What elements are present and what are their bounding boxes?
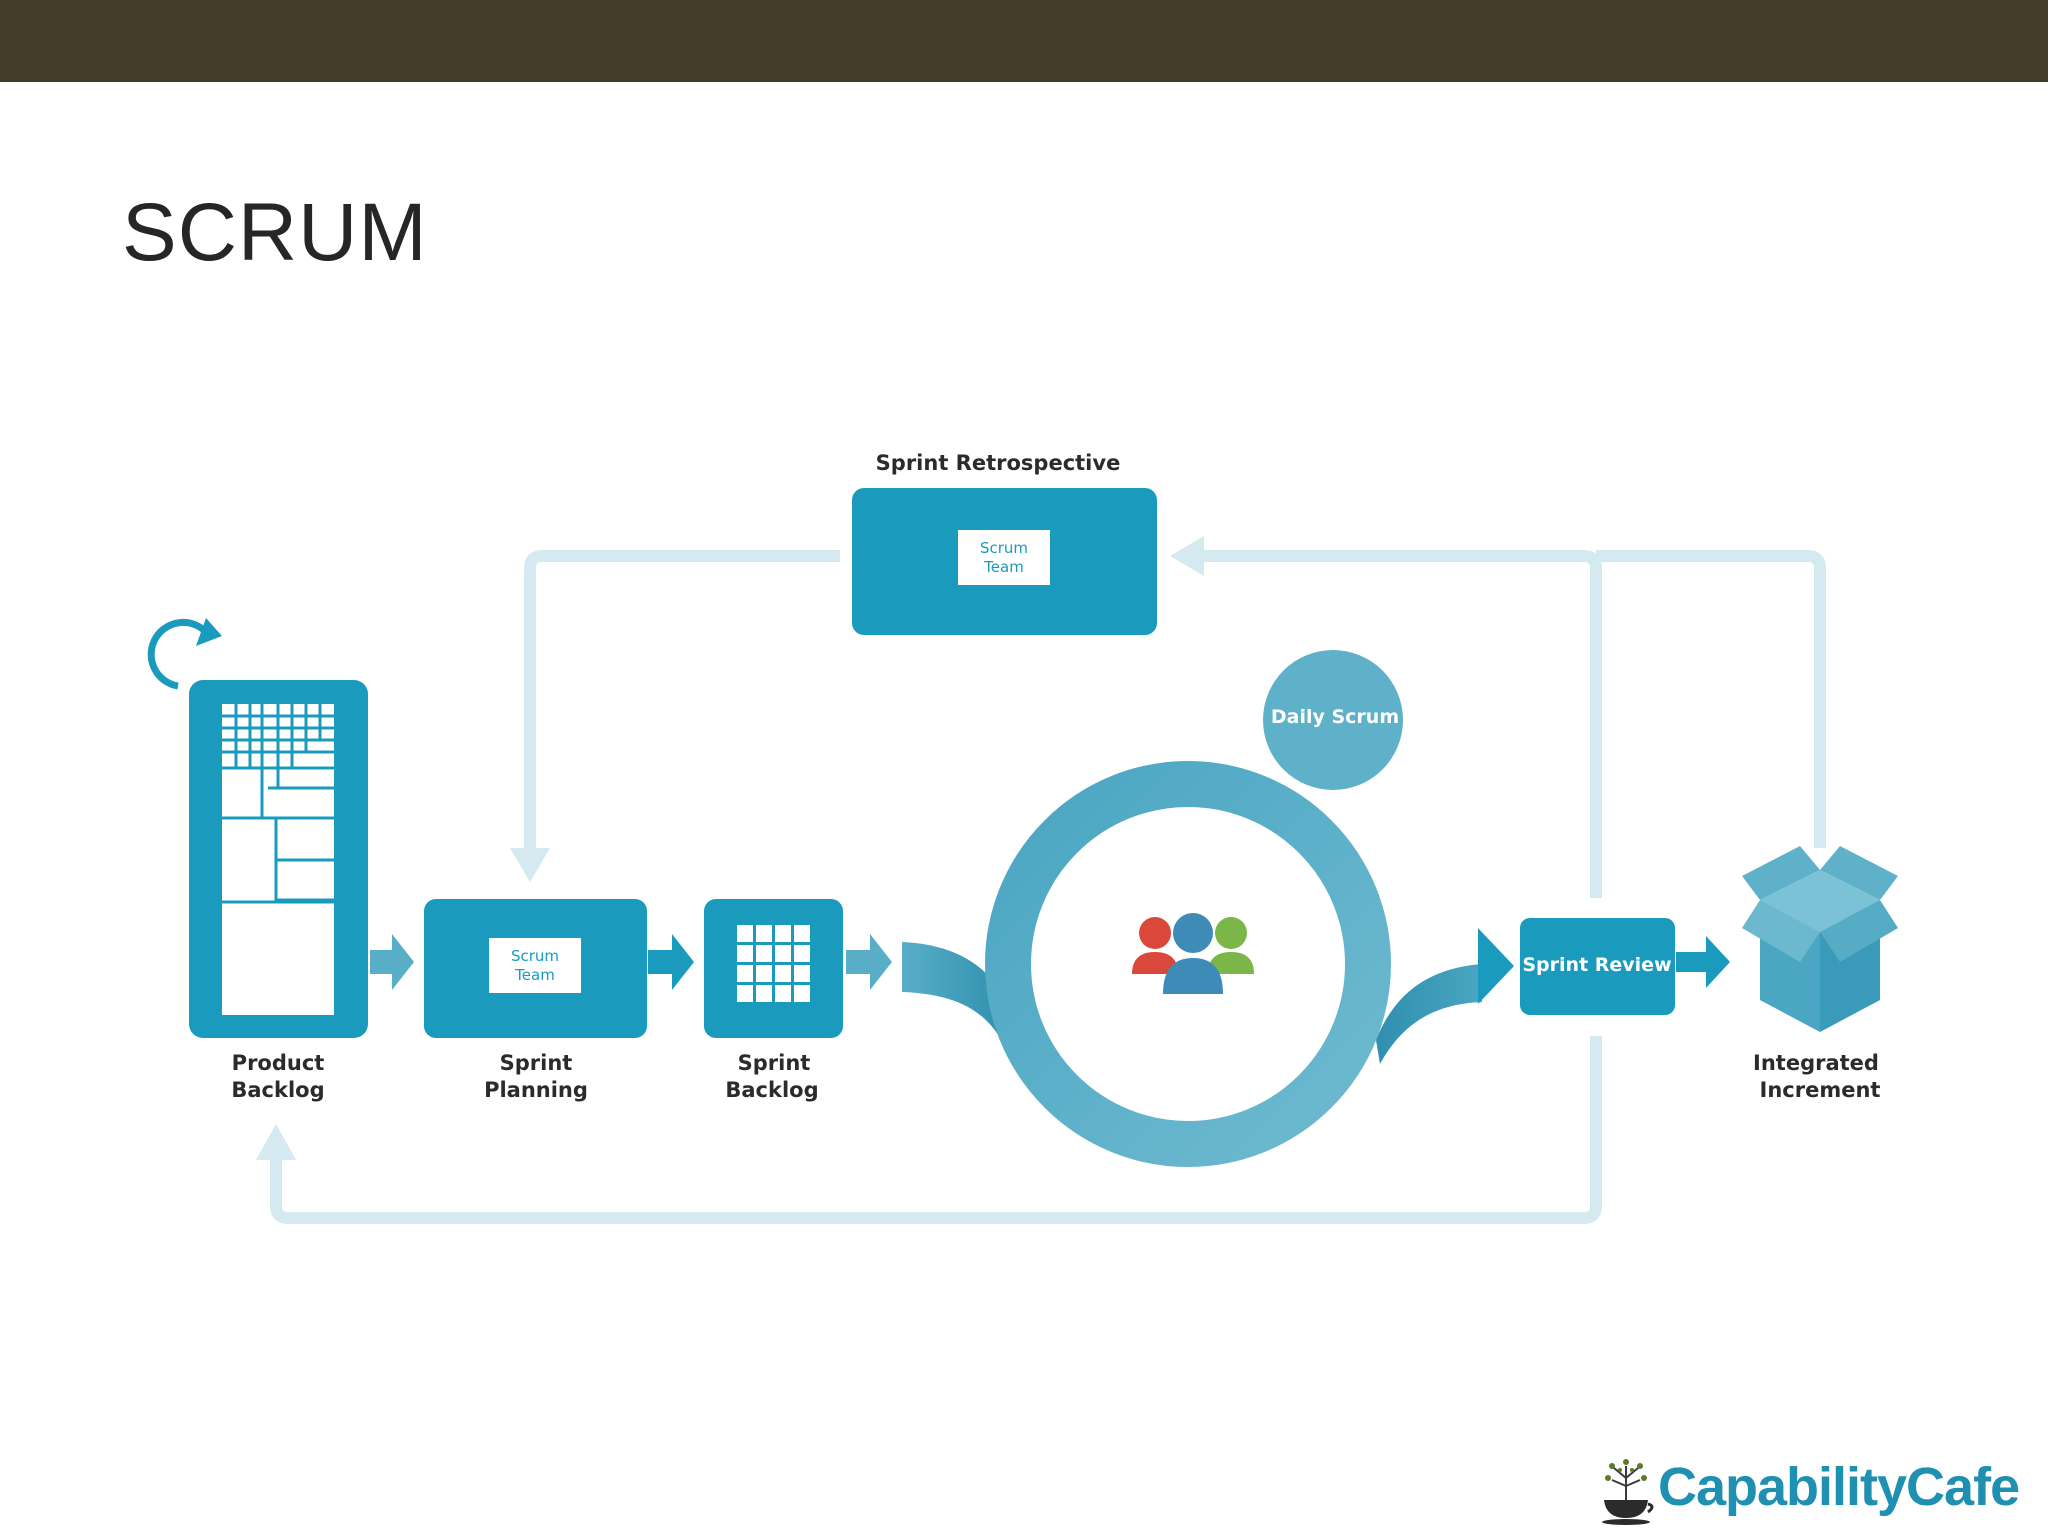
retro-scrum-team-2: Team [983, 558, 1024, 576]
retro-to-planning-arrow [524, 550, 840, 852]
product-backlog-label-1: Product [232, 1051, 325, 1075]
daily-scrum-circle [1263, 650, 1403, 790]
integrated-increment-node: Integrated Increment [1742, 846, 1898, 1102]
product-backlog-node: Product Backlog [147, 618, 368, 1102]
logo-text: CapabilityCafe [1658, 1457, 2020, 1517]
sprint-backlog-node: Sprint Backlog [704, 899, 843, 1102]
sprint-backlog-label-2: Backlog [725, 1078, 818, 1102]
refresh-arrowhead [196, 618, 222, 646]
review-to-retro-arrow [1198, 550, 1602, 898]
arrow-sprint-to-review [1478, 928, 1514, 1004]
sprint-planning-label-2: Planning [484, 1078, 588, 1102]
sprint-planning-node: Scrum Team Sprint Planning [424, 899, 647, 1102]
feedback-loops [270, 550, 1826, 1224]
sprint-cycle [985, 761, 1391, 1167]
arrow-backlog-to-planning [370, 934, 414, 990]
swoosh-in [902, 942, 1010, 1060]
review-to-backlog-arrow [270, 1036, 1602, 1224]
product-backlog-label-2: Backlog [231, 1078, 324, 1102]
increment-to-top-arrow [1596, 550, 1826, 848]
sprint-review-node: Sprint Review [1520, 918, 1675, 1015]
arrowhead-to-backlog [256, 1124, 296, 1160]
daily-scrum-label: Daily Scrum [1271, 706, 1399, 728]
arrow-backlog-to-sprint [846, 934, 892, 990]
sprint-retrospective-node: Sprint Retrospective Scrum Team [852, 451, 1157, 635]
arrowhead-to-retro [1170, 536, 1204, 576]
sprint-backlog-box [704, 899, 843, 1038]
retro-scrum-team-1: Scrum [980, 539, 1028, 557]
daily-scrum-node: Daily Scrum [1263, 650, 1403, 790]
team-people-icon [1132, 913, 1254, 994]
integrated-increment-label-2: Increment [1760, 1078, 1881, 1102]
sprint-backlog-grid [737, 925, 810, 1002]
top-banner [0, 0, 2048, 82]
refresh-icon [147, 618, 209, 690]
coffee-cup-tree-icon [1602, 1459, 1654, 1525]
sprint-review-label: Sprint Review [1522, 954, 1671, 976]
planning-scrum-team-1: Scrum [511, 947, 559, 965]
arrow-review-to-increment [1676, 936, 1730, 988]
integrated-increment-label-1: Integrated [1753, 1051, 1879, 1075]
sprint-review-box [1520, 918, 1675, 1015]
planning-scrum-team-2: Team [514, 966, 555, 984]
sprint-ring [985, 761, 1391, 1167]
arrowhead-to-planning [510, 848, 550, 882]
capabilitycafe-logo: CapabilityCafe [1596, 1456, 2036, 1526]
sprint-planning-label-1: Sprint [500, 1051, 573, 1075]
swoosh-out [1376, 964, 1482, 1064]
backlog-grid [222, 704, 334, 904]
sprint-retrospective-label: Sprint Retrospective [876, 451, 1121, 475]
increment-box-icon [1742, 846, 1898, 1032]
slide-title: SCRUM [122, 187, 428, 278]
sprint-backlog-label-1: Sprint [738, 1051, 811, 1075]
arrow-planning-to-sprint-backlog [648, 934, 694, 990]
